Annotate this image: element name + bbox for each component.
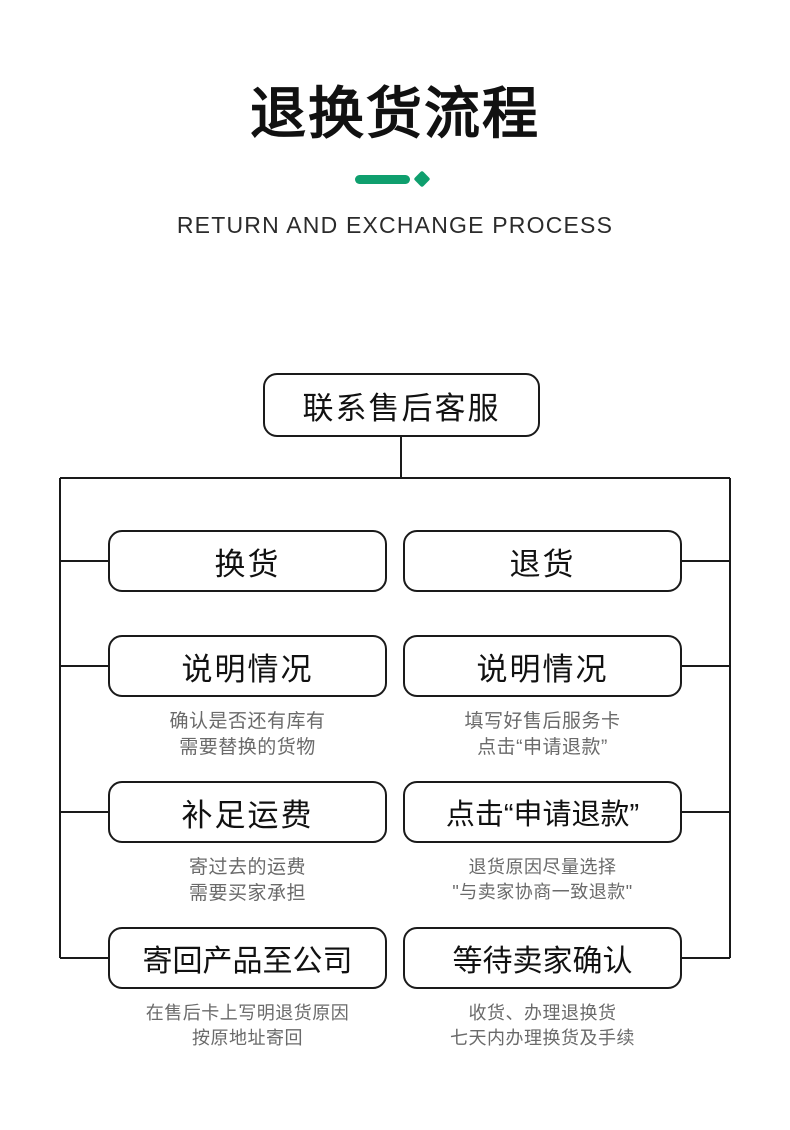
page-header: 退换货流程 RETURN AND EXCHANGE PROCESS bbox=[0, 0, 790, 239]
flow-node-exchange-pay-shipping[interactable]: 补足运费 bbox=[108, 781, 387, 843]
flow-node-return[interactable]: 退货 bbox=[403, 530, 682, 592]
flow-node-exchange-explain[interactable]: 说明情况 bbox=[108, 635, 387, 697]
flow-node-return-apply-refund[interactable]: 点击“申请退款” bbox=[403, 781, 682, 843]
caption-line: 需要替换的货物 bbox=[179, 737, 316, 759]
flow-caption-exchange-explain: 确认是否还有库有 需要替换的货物 bbox=[108, 709, 387, 761]
caption-line: 确认是否还有库有 bbox=[169, 711, 326, 732]
caption-line: 寄过去的运费 bbox=[188, 857, 306, 878]
flow-caption-return-apply-refund: 退货原因尽量选择 "与卖家协商一致退款" bbox=[403, 855, 682, 905]
flow-caption-return-explain: 填写好售后服务卡 点击“申请退款” bbox=[403, 709, 682, 761]
page-subtitle: RETURN AND EXCHANGE PROCESS bbox=[176, 212, 614, 239]
flow-node-return-wait-seller[interactable]: 等待卖家确认 bbox=[403, 927, 682, 989]
flow-node-exchange[interactable]: 换货 bbox=[108, 530, 387, 592]
caption-line: 按原地址寄回 bbox=[192, 1027, 303, 1048]
flow-caption-exchange-ship-back: 在售后卡上写明退货原因 按原地址寄回 bbox=[108, 1001, 387, 1051]
caption-line: 收货、办理退换货 bbox=[468, 1003, 617, 1023]
flow-node-exchange-ship-back[interactable]: 寄回产品至公司 bbox=[108, 927, 387, 989]
caption-line: 填写好售后服务卡 bbox=[464, 711, 621, 732]
flow-caption-exchange-pay-shipping: 寄过去的运费 需要买家承担 bbox=[108, 855, 387, 907]
flow-node-contact-support[interactable]: 联系售后客服 bbox=[263, 373, 540, 437]
caption-line: 点击“申请退款” bbox=[477, 737, 608, 759]
divider-bar-icon bbox=[355, 175, 410, 185]
caption-line: "与卖家协商一致退款" bbox=[452, 881, 633, 902]
caption-line: 退货原因尽量选择 bbox=[468, 857, 617, 877]
page-title: 退换货流程 bbox=[250, 82, 540, 145]
flow-caption-return-wait-seller: 收货、办理退换货 七天内办理换货及手续 bbox=[403, 1001, 682, 1051]
divider-ornament bbox=[355, 170, 435, 188]
caption-line: 七天内办理换货及手续 bbox=[450, 1027, 635, 1048]
caption-line: 需要买家承担 bbox=[188, 883, 306, 905]
flow-node-return-explain[interactable]: 说明情况 bbox=[403, 635, 682, 697]
caption-line: 在售后卡上写明退货原因 bbox=[145, 1003, 350, 1023]
